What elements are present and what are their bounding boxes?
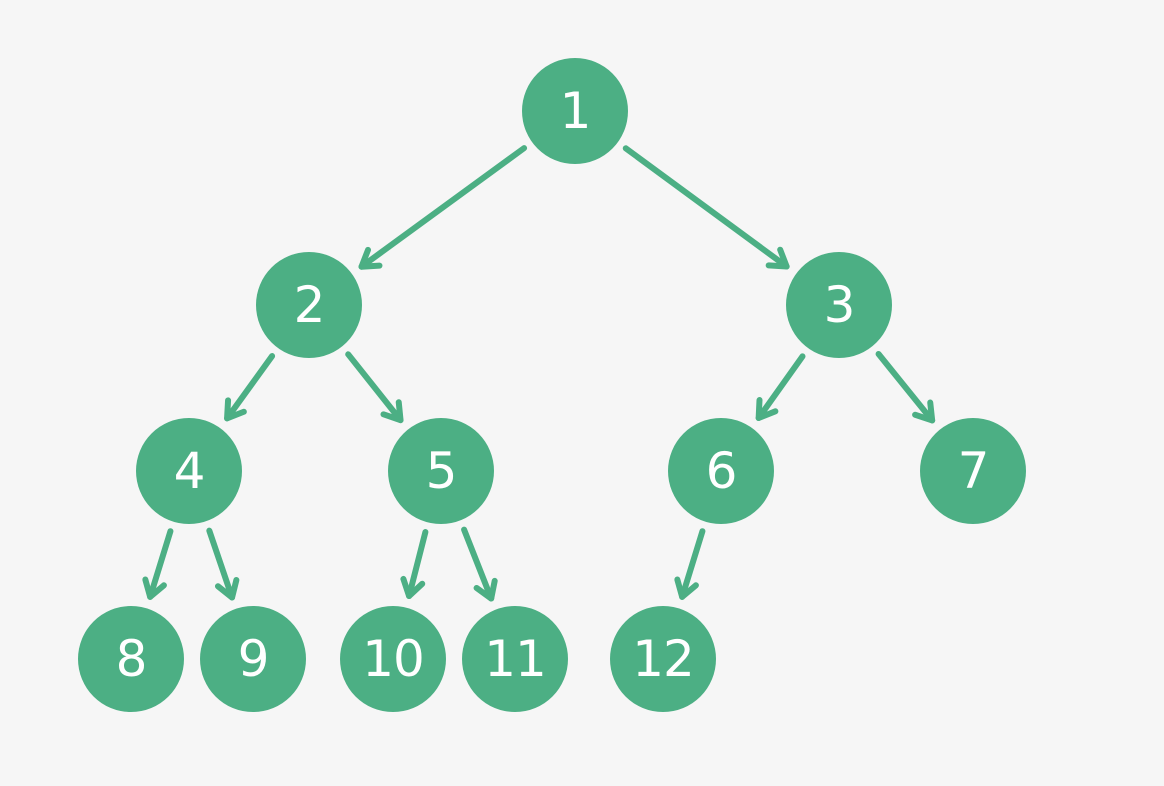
arrowhead-icon bbox=[674, 576, 699, 600]
arrowhead-icon bbox=[224, 397, 247, 422]
tree-node-10: 10 bbox=[340, 606, 446, 712]
node-label: 4 bbox=[173, 442, 206, 500]
arrowhead-icon bbox=[142, 576, 167, 600]
edge-n4-n8 bbox=[147, 528, 174, 600]
node-label: 8 bbox=[115, 630, 148, 688]
tree-node-6: 6 bbox=[668, 418, 774, 524]
node-label: 2 bbox=[293, 276, 326, 334]
node-label: 3 bbox=[823, 276, 856, 334]
tree-node-2: 2 bbox=[256, 252, 362, 358]
node-label: 12 bbox=[632, 630, 695, 688]
tree-node-12: 12 bbox=[610, 606, 716, 712]
arrowhead-icon bbox=[400, 575, 426, 600]
node-label: 1 bbox=[559, 82, 592, 140]
edge-n5-n11 bbox=[461, 526, 495, 602]
arrowhead-icon bbox=[765, 246, 790, 270]
edge-n4-n9 bbox=[206, 527, 236, 601]
edge-n2-n4 bbox=[224, 353, 276, 422]
tree-node-8: 8 bbox=[78, 606, 184, 712]
node-label: 10 bbox=[362, 630, 425, 688]
arrowhead-icon bbox=[912, 399, 936, 424]
edge-n1-n3 bbox=[622, 145, 790, 270]
node-label: 7 bbox=[957, 442, 990, 500]
tree-node-1: 1 bbox=[522, 58, 628, 164]
node-label: 11 bbox=[484, 630, 547, 688]
tree-node-9: 9 bbox=[200, 606, 306, 712]
tree-node-11: 11 bbox=[462, 606, 568, 712]
arrowhead-icon bbox=[214, 576, 240, 601]
edge-n2-n5 bbox=[345, 351, 404, 424]
edge-n5-n10 bbox=[406, 529, 429, 600]
arrowhead-icon bbox=[380, 399, 404, 424]
tree-node-4: 4 bbox=[136, 418, 242, 524]
edge-n3-n7 bbox=[875, 351, 936, 424]
edge-n1-n2 bbox=[358, 145, 528, 270]
tree-node-7: 7 bbox=[920, 418, 1026, 524]
tree-node-5: 5 bbox=[388, 418, 494, 524]
node-label: 9 bbox=[237, 630, 270, 688]
arrowhead-icon bbox=[358, 246, 383, 270]
edge-n6-n12 bbox=[679, 528, 706, 600]
node-label: 5 bbox=[425, 442, 458, 500]
edge-n3-n6 bbox=[755, 353, 806, 422]
arrowhead-icon bbox=[473, 577, 498, 602]
arrowhead-icon bbox=[755, 397, 779, 422]
tree-node-3: 3 bbox=[786, 252, 892, 358]
node-label: 6 bbox=[705, 442, 738, 500]
